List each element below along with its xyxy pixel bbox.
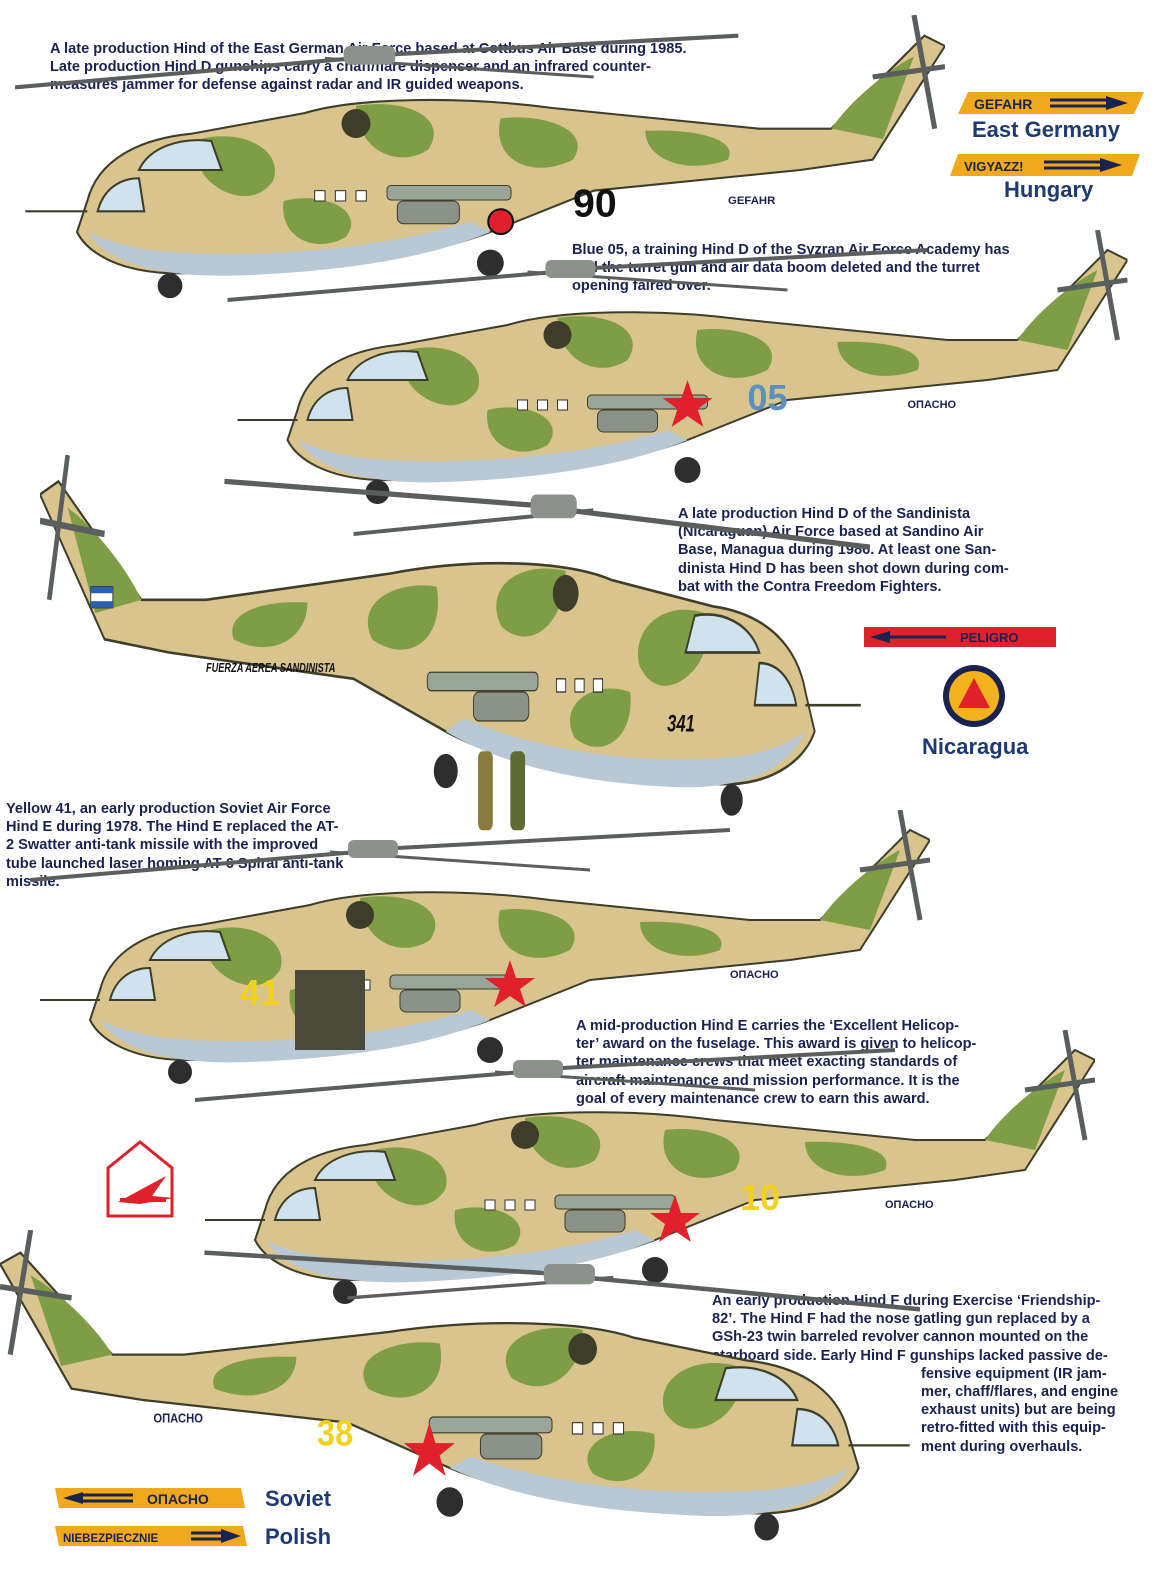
- caption-line: 82’. The Hind F had the nose gatling gun…: [712, 1311, 1090, 1328]
- hungary-label: Hungary: [1004, 177, 1094, 202]
- danger-stencil: ОПАСНО: [885, 1199, 934, 1211]
- caption-line: ter maintenance crews that meet exacting…: [576, 1054, 958, 1071]
- niebezpieczenstwo-warning-plate: NIEBEZPIECZNIE: [55, 1526, 247, 1546]
- danger-stencil: ОПАСНО: [908, 399, 957, 411]
- aircraft-number: 341: [667, 711, 695, 738]
- danger-stencil: ОПАСНО: [730, 969, 779, 981]
- caption-line: measures jammer for defense against rada…: [50, 77, 524, 94]
- peligro-warning-plate: PELIGRO: [864, 627, 1056, 647]
- caption-line: Base, Managua during 1986. At least one …: [678, 542, 997, 559]
- excellent-helicopter-award-badge: [106, 1140, 174, 1218]
- aircraft-number: 90: [573, 182, 617, 226]
- helicopter-illustration-hind-f: 38 ОПАСНО: [0, 1230, 920, 1570]
- caption-line: A mid-production Hind E carries the ‘Exc…: [576, 1018, 960, 1034]
- vigyazz-warning-plate: VIGYAZZ!: [950, 154, 1140, 176]
- helicopter-illustration-syzran: 05 ОПАСНО: [215, 230, 1140, 530]
- caption-line: Blue 05, a training Hind D of the Syzran…: [572, 242, 1010, 258]
- gefahr-warning-plate: GEFAHR: [958, 92, 1144, 114]
- helicopter-illustration-award-hind: 10 ОПАСНО: [185, 1030, 1105, 1330]
- caption-line: mer, chaff/flares, and engine: [921, 1384, 1119, 1401]
- soviet-label: Soviet: [265, 1486, 332, 1511]
- caption-line: Yellow 41, an early production Soviet Ai…: [6, 801, 331, 817]
- caption-line: fensive equipment (IR jam-: [921, 1365, 1107, 1382]
- caption-hind-f: An early production Hind F during Exerci…: [712, 1292, 1157, 1456]
- helicopter-illustration-yellow-41: 41 ОПАСНО: [15, 810, 945, 1110]
- plate-text: NIEBEZPIECZNIE: [63, 1533, 159, 1545]
- plate-text: GEFAHR: [974, 96, 1032, 112]
- aircraft-number: 41: [240, 972, 280, 1013]
- caption-line: starboard side. Early Hind F gunships la…: [712, 1347, 1108, 1364]
- plate-text: PELIGRO: [960, 630, 1019, 645]
- caption-excellent-helicopter: A mid-production Hind E carries the ‘Exc…: [576, 1017, 1016, 1108]
- aircraft-number: 05: [748, 377, 788, 418]
- polish-label: Polish: [265, 1524, 332, 1549]
- danger-stencil: ОПАСНО: [153, 1411, 203, 1426]
- danger-stencil: GEFAHR: [728, 195, 775, 207]
- nicaragua-label: Nicaragua: [922, 734, 1029, 759]
- opasno-warning-plate: ОПАСНО: [55, 1488, 245, 1508]
- nicaragua-roundel: [943, 665, 1005, 727]
- plate-text: ОПАСНО: [147, 1491, 209, 1507]
- east-germany-label: East Germany: [972, 117, 1120, 142]
- caption-line: 2 Swatter anti-tank missile with the imp…: [6, 837, 319, 854]
- fuselage-lettering: FUERZA AEREA SANDINISTA: [206, 662, 335, 676]
- caption-line: (Nicaraguan) Air Force based at Sandino …: [678, 524, 984, 541]
- caption-line: A late production Hind D of the Sandinis…: [678, 506, 971, 522]
- caption-line: ter’ award on the fuselage. This award i…: [576, 1036, 977, 1053]
- caption-line: ment during overhauls.: [921, 1438, 1083, 1455]
- helicopter-illustration-sandinista: 341 FUERZA AEREA SANDINISTA: [40, 455, 870, 831]
- caption-line: dinista Hind D has been shot down during…: [678, 560, 1009, 577]
- caption-line: bat with the Contra Freedom Fighters.: [678, 578, 942, 595]
- caption-line: retro-fitted with this equip-: [921, 1420, 1106, 1437]
- caption-line: exhaust units) but are being: [921, 1402, 1116, 1419]
- helicopter-illustration-east-german: 90 GEFAHR: [15, 15, 945, 325]
- caption-line: Hind E during 1978. The Hind E replaced …: [6, 819, 339, 836]
- aircraft-number: 10: [740, 1177, 780, 1218]
- caption-sandinista-hind: A late production Hind D of the Sandinis…: [678, 505, 1050, 596]
- plate-text: VIGYAZZ!: [964, 159, 1023, 174]
- caption-line: goal of every maintenance crew to earn t…: [576, 1090, 930, 1107]
- caption-syzran-hind: Blue 05, a training Hind D of the Syzran…: [572, 241, 1047, 296]
- aircraft-number: 38: [317, 1414, 353, 1454]
- caption-line: GSh-23 twin barreled revolver cannon mou…: [712, 1329, 1089, 1346]
